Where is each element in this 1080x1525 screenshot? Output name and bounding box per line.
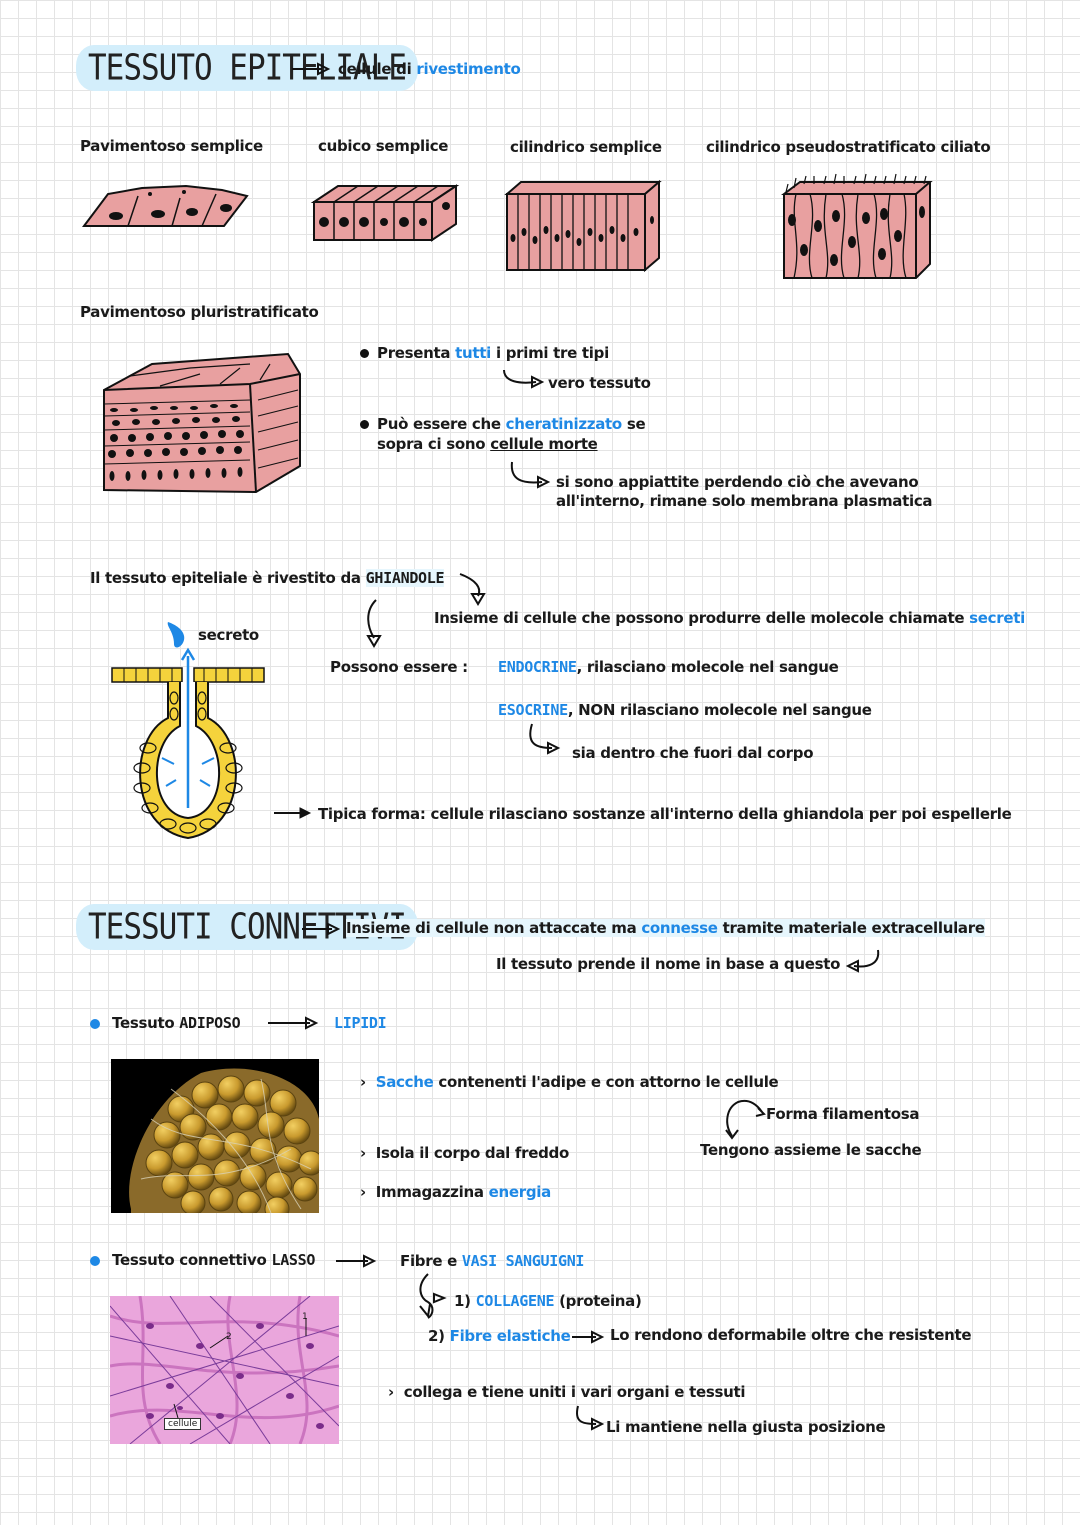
fibre-vasi: Fibre e VASI SANGUIGNI [400, 1252, 585, 1270]
immagazzina: › Immagazzina energia [360, 1183, 551, 1201]
curved-arrow-icon [725, 1100, 766, 1140]
endocrine: ENDOCRINE, rilasciano molecole nel sangu… [498, 658, 839, 676]
arrow-icon [302, 922, 341, 936]
arrow-down-icon [459, 573, 486, 606]
arrow-down-icon [366, 599, 382, 648]
loose-connective-tissue-image: 1 2 cellule [110, 1296, 339, 1444]
tipica-forma: Tipica forma: cellule rilasciano sostanz… [318, 805, 1012, 823]
pluristratificato-drawing [103, 352, 301, 494]
fibre-elastiche: 2) Fibre elastiche [428, 1327, 571, 1345]
point-cheratinizzato-line2: sopra ci sono cellule morte [377, 435, 598, 453]
esocrine: ESOCRINE, NON rilasciano molecole nel sa… [498, 701, 872, 719]
forma-filamentosa: Forma filamentosa [766, 1105, 920, 1123]
image-label-2: 2 [226, 1332, 232, 1342]
glands-intro: Il tessuto epiteliale è rivestito da GHI… [90, 569, 445, 587]
section-title-epiteliale: TESSUTO EPITELIALE [76, 45, 418, 91]
curved-arrow-icon [503, 369, 545, 389]
sacche: › Sacche contenenti l'adipe e con attorn… [360, 1073, 779, 1091]
glands-definition: Insieme di cellule che possono produrre … [434, 609, 1025, 627]
secreto-label: secreto [198, 626, 259, 644]
adiposo-heading: Tessuto ADIPOSO [90, 1014, 241, 1032]
collagene: 1) COLLAGENE (proteina) [454, 1292, 642, 1310]
curved-arrow-icon [845, 949, 880, 973]
type-label-pseudostratificato: cilindrico pseudostratificato ciliato [706, 138, 991, 156]
collega: › collega e tiene uniti i vari organi e … [388, 1383, 746, 1401]
image-label-cellule: cellule [164, 1418, 202, 1430]
gland-drawing [111, 622, 265, 840]
arrow-icon [336, 1254, 377, 1268]
arrow-icon [572, 1330, 605, 1344]
type-label-cilindrico: cilindrico semplice [510, 138, 662, 156]
curved-arrow-icon [419, 1273, 447, 1319]
type-label-cubico: cubico semplice [318, 137, 449, 155]
arrow-icon [292, 62, 331, 76]
pluri-label: Pavimentoso pluristratificato [80, 303, 319, 321]
cubico-semplice-drawing [310, 184, 460, 242]
tengono-sacche: Tengono assieme le sacche [700, 1141, 922, 1159]
pseudostratificato-drawing [781, 173, 933, 279]
deformabile: Lo rendono deformabile oltre che resiste… [610, 1326, 972, 1344]
dentro-fuori: sia dentro che fuori dal corpo [572, 744, 814, 762]
arrow-icon [268, 1016, 319, 1030]
type-label-pavimentoso: Pavimentoso semplice [80, 137, 263, 155]
mantiene: Li mantiene nella giusta posizione [606, 1418, 886, 1436]
epi-subtitle: cellule di rivestimento [338, 60, 521, 78]
appiattite-line1: si sono appiattite perdendo ciò che avev… [556, 473, 919, 491]
vero-tessuto: vero tessuto [548, 374, 651, 392]
image-label-1: 1 [302, 1312, 308, 1322]
connettivi-definition: Insieme di cellule non attaccate ma conn… [346, 919, 985, 937]
cilindrico-semplice-drawing [504, 179, 662, 273]
possono-essere: Possono essere : [330, 658, 468, 676]
point-presenta: Presenta tutti i primi tre tipi [360, 344, 609, 362]
curved-arrow-icon [529, 723, 561, 755]
curved-arrow-icon [576, 1405, 605, 1431]
adipose-tissue-image [111, 1059, 319, 1213]
connettivi-definition2: Il tessuto prende il nome in base a ques… [496, 955, 841, 973]
point-cheratinizzato: Può essere che cheratinizzato se [360, 415, 646, 433]
pavimentoso-semplice-drawing [82, 184, 249, 227]
lasso-heading: Tessuto connettivo LASSO [90, 1251, 315, 1269]
curved-arrow-icon [510, 461, 551, 489]
lipidi: LIPIDI [334, 1014, 387, 1032]
isola-freddo: › Isola il corpo dal freddo [360, 1144, 569, 1162]
appiattite-line2: all'interno, rimane solo membrana plasma… [556, 492, 933, 510]
arrow-icon [274, 807, 312, 819]
